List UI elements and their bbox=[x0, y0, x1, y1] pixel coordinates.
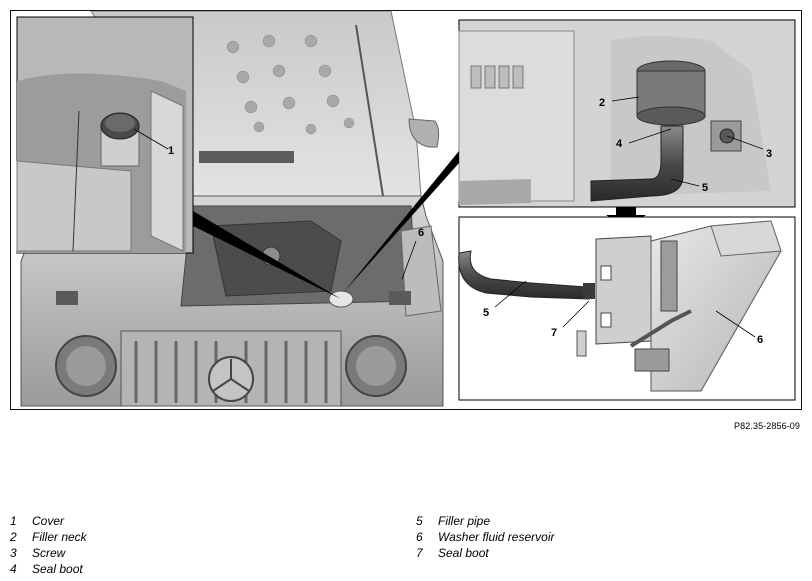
callout-5-upper: 5 bbox=[702, 182, 708, 194]
legend-number: 1 bbox=[10, 514, 17, 528]
inset-washer-reservoir bbox=[458, 216, 796, 401]
inset-filler-neck bbox=[458, 19, 796, 208]
legend-item: 5 Filler pipe bbox=[416, 513, 554, 529]
legend-number: 5 bbox=[416, 514, 423, 528]
legend-left-column: 1 Cover 2 Filler neck 3 Screw 4 Seal boot bbox=[10, 513, 87, 577]
legend-label: Screw bbox=[32, 546, 66, 560]
technical-illustration: 1 2 4 3 5 6 5 7 6 bbox=[10, 10, 802, 410]
legend-right-column: 5 Filler pipe 6 Washer fluid reservoir 7 Se… bbox=[416, 513, 554, 561]
callout-1: 1 bbox=[168, 145, 174, 157]
callout-5-lower: 5 bbox=[483, 307, 489, 319]
callout-7: 7 bbox=[551, 327, 557, 339]
legend-item: 1 Cover bbox=[10, 513, 87, 529]
legend-label: Seal boot bbox=[438, 546, 489, 560]
legend-number: 7 bbox=[416, 546, 423, 560]
legend-label: Seal boot bbox=[32, 562, 83, 576]
legend-number: 6 bbox=[416, 530, 423, 544]
legend-label: Washer fluid reservoir bbox=[438, 530, 555, 544]
callout-4: 4 bbox=[616, 138, 623, 150]
legend-item: 6 Washer fluid reservoir bbox=[416, 529, 554, 545]
callout-6-main: 6 bbox=[418, 227, 424, 239]
callout-6-inset: 6 bbox=[757, 334, 763, 346]
callout-leaders bbox=[133, 96, 764, 338]
legend-item: 2 Filler neck bbox=[10, 529, 87, 545]
legend-label: Filler pipe bbox=[438, 514, 491, 528]
inset-cover-detail bbox=[16, 16, 194, 254]
legend-number: 4 bbox=[10, 562, 17, 576]
legend-label: Filler neck bbox=[32, 530, 87, 544]
illustration-drawing: 1 2 4 3 5 6 5 7 6 bbox=[16, 11, 796, 407]
legend-item: 3 Screw bbox=[10, 545, 87, 561]
legend-number: 3 bbox=[10, 546, 17, 560]
callout-3: 3 bbox=[766, 148, 772, 160]
legend-label: Cover bbox=[32, 514, 65, 528]
figure-reference-code: P82.35-2856-09 bbox=[734, 421, 800, 431]
legend-item: 7 Seal boot bbox=[416, 545, 554, 561]
legend-item: 4 Seal boot bbox=[10, 561, 87, 577]
callout-2: 2 bbox=[599, 97, 605, 109]
legend-number: 2 bbox=[10, 530, 17, 544]
